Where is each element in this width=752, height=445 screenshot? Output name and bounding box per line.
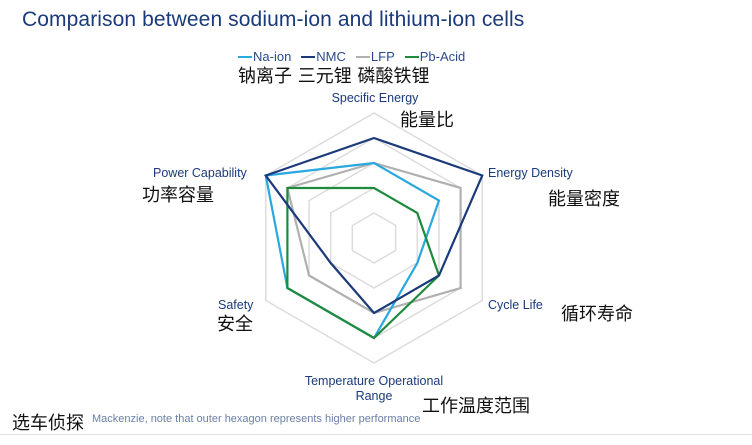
legend-swatch [238,55,252,58]
legend-item-pb-acid: Pb-Acid [404,49,466,64]
axis-cn-cycle-life: 循环寿命 [561,304,633,325]
axis-label-energy-density: Energy Density [488,166,573,180]
grid-ring-2 [329,187,419,289]
axis-cn-power-capability: 功率容量 [142,185,214,206]
legend-label: NMC [316,49,346,64]
axis-label-temperature-line2: Range [355,389,393,403]
axis-label-power-capability: Power Capability [153,166,247,180]
legend-label: Na-ion [253,49,292,64]
series-pb-acid [286,186,441,340]
series-nmc [263,136,484,315]
axis-label-specific-energy: Specific Energy [331,91,419,105]
legend-label: Pb-Acid [419,49,466,64]
legend-swatch [404,55,419,58]
legend-swatch [301,55,316,58]
legend: Na-ion NMC LFP Pb-Acid [238,49,465,64]
grid-ring-3 [308,162,440,314]
legend-chinese-annotation: 钠离子 三元锂 磷酸铁锂 [238,66,430,87]
axis-cn-energy-density: 能量密度 [548,189,620,210]
chart-title: Comparison between sodium-ion and lithiu… [22,8,525,31]
legend-swatch [355,55,370,58]
legend-label: LFP [370,49,395,64]
grid-ring-5 [264,112,484,364]
axis-label-safety: Safety [218,298,254,312]
legend-item-lfp: LFP [355,49,395,64]
axis-label-temperature-line1: Temperature Operational [304,374,444,388]
divider [0,434,752,435]
grid-ring-1 [351,212,397,264]
axis-cn-specific-energy: 能量比 [400,110,454,131]
watermark: 选车侦探 [12,413,84,434]
axis-label-cycle-life: Cycle Life [488,298,543,312]
axis-cn-temperature: 工作温度范围 [422,396,530,417]
axis-cn-safety: 安全 [217,314,253,335]
legend-item-nmc: NMC [301,49,346,64]
footnote: Mackenzie, note that outer hexagon repre… [92,413,421,425]
legend-item-na-ion: Na-ion [238,49,291,64]
